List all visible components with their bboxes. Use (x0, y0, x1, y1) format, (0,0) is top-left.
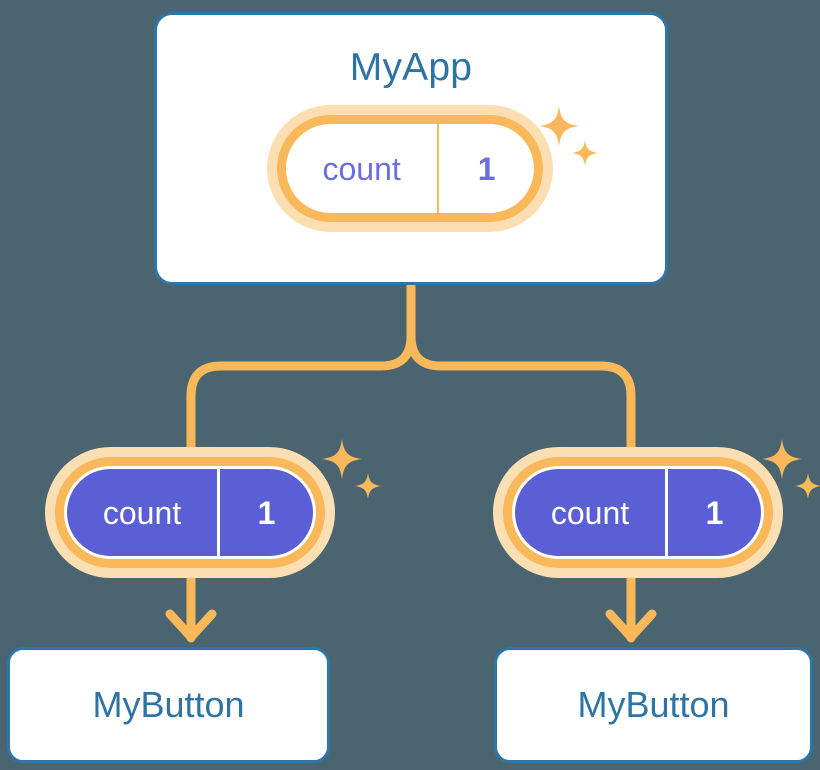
signal-pill-body: count 1 (64, 466, 316, 559)
signal-pill-name: count (322, 150, 401, 187)
signal-pill-name: count (550, 494, 630, 531)
signal-pill-app[interactable]: count 1 (267, 105, 553, 232)
button-card-left[interactable]: MyButton (7, 647, 330, 763)
button-card-right[interactable]: MyButton (494, 647, 813, 763)
signal-pill-body: count 1 (286, 124, 534, 213)
connector-branch-left (186, 331, 416, 452)
arrow-head-right (605, 609, 657, 642)
button-card-label: MyButton (577, 684, 730, 725)
app-card-title: MyApp (349, 46, 473, 89)
arrow-head-left (165, 609, 217, 642)
signal-pill-child-right[interactable]: count 1 (493, 447, 783, 578)
button-card-label: MyButton (92, 684, 245, 725)
signal-pill-value: 1 (665, 469, 761, 556)
signal-pill-name: count (102, 494, 182, 531)
signal-pill-child-left[interactable]: count 1 (45, 447, 335, 578)
signal-pill-value: 1 (217, 469, 313, 556)
signal-pill-value: 1 (437, 124, 534, 213)
connector-branch-right (406, 331, 636, 452)
signal-pill-body: count 1 (512, 466, 764, 559)
